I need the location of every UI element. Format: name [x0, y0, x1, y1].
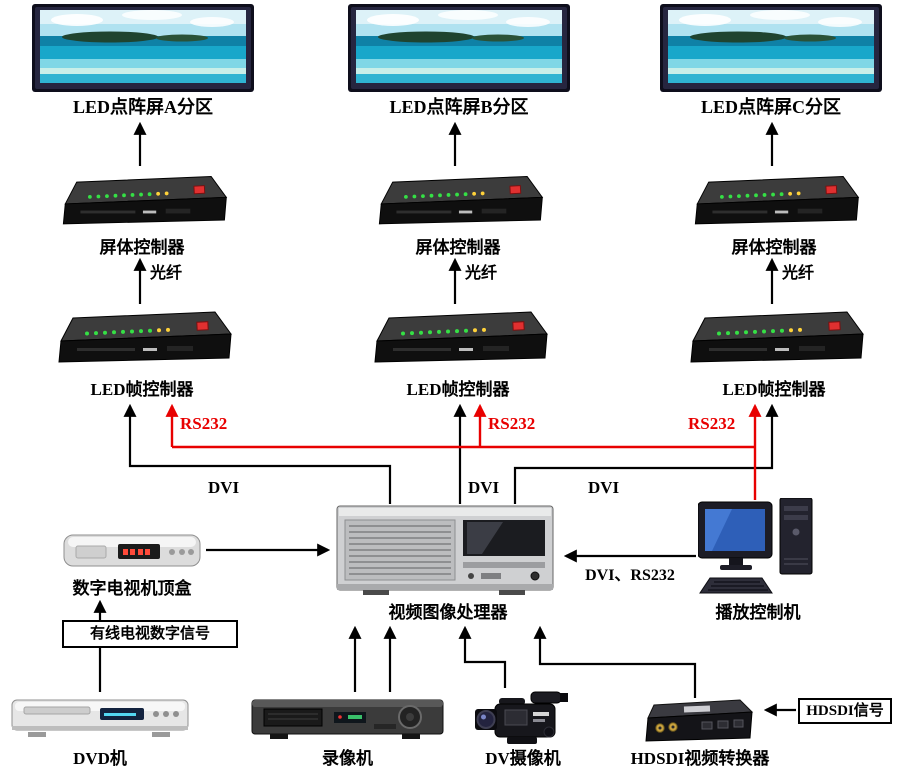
screen-controller-b [368, 172, 548, 234]
label-video-recorder: 录像机 [322, 749, 373, 768]
screen-controller-a [52, 172, 232, 234]
label-frame-controller-a: LED帧控制器 [90, 380, 194, 399]
label-screen-controller-b: 屏体控制器 [415, 238, 501, 257]
label-dvd-player: DVD机 [73, 749, 127, 768]
label-playback-pc: 播放控制机 [715, 603, 801, 622]
label-fiber-c: 光纤 [782, 265, 815, 282]
label-dvi-a: DVI [208, 478, 240, 497]
frame-controller-c [679, 308, 869, 372]
line-camera-to-processor [458, 625, 507, 688]
label-rs232-b: RS232 [488, 414, 536, 433]
led-screen-a [32, 4, 254, 92]
label-screen-controller-a: 屏体控制器 [99, 238, 185, 257]
label-rs232-a: RS232 [180, 414, 228, 433]
label-dv-camera: DV摄像机 [485, 749, 561, 768]
frame-controller-a [47, 308, 237, 372]
label-dvi-c: DVI [588, 478, 620, 497]
label-dvi-b: DVI [468, 478, 500, 497]
label-dvi-rs232: DVI、RS232 [585, 567, 675, 584]
line-dvi-a [123, 403, 392, 504]
label-settop-box: 数字电视机顶盒 [72, 579, 192, 598]
label-screen-c: LED点阵屏C分区 [700, 97, 841, 117]
label-frame-controller-c: LED帧控制器 [722, 380, 826, 399]
frame-controller-b [363, 308, 553, 372]
label-frame-controller-b: LED帧控制器 [406, 380, 510, 399]
label-rs232-c: RS232 [688, 414, 736, 433]
led-screen-c [660, 4, 882, 92]
label-screen-controller-c: 屏体控制器 [731, 238, 817, 257]
settop-box-device [62, 528, 202, 572]
playback-pc-device [698, 498, 818, 598]
label-screen-a: LED点阵屏A分区 [72, 97, 213, 117]
dvd-player-device [10, 692, 190, 742]
label-fiber-b: 光纤 [465, 265, 498, 282]
video-recorder-device [250, 694, 445, 742]
line-converter-to-processor [533, 625, 697, 698]
label-video-processor: 视频图像处理器 [365, 602, 531, 624]
dv-camera-device [475, 688, 570, 750]
label-screen-b: LED点阵屏B分区 [389, 97, 529, 117]
video-processor-device [335, 504, 555, 596]
line-dvi-c [513, 403, 779, 504]
label-hdsdi-signal: HDSDI信号 [798, 698, 892, 724]
hdsdi-converter-device [640, 698, 760, 744]
label-cable-signal: 有线电视数字信号 [62, 620, 238, 648]
screen-controller-c [684, 172, 864, 234]
label-hdsdi-converter: HDSDI视频转换器 [630, 749, 770, 768]
led-screen-b [348, 4, 570, 92]
label-fiber-a: 光纤 [150, 265, 183, 282]
